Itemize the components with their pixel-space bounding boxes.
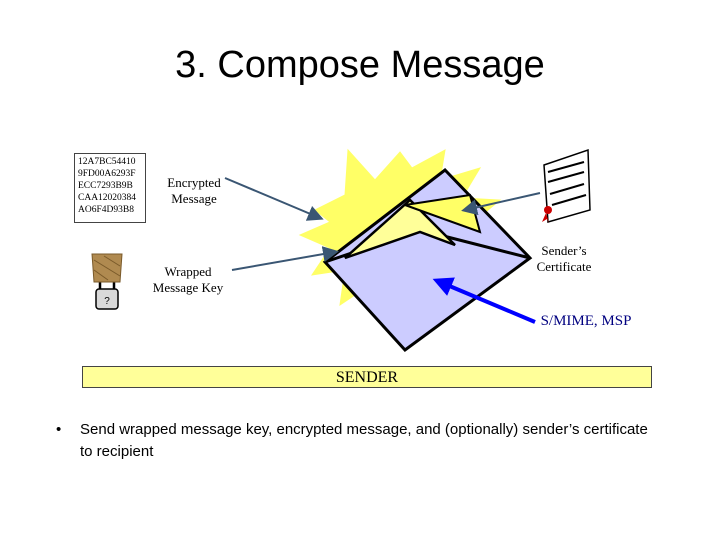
encrypted-message-label-line: Message (171, 191, 217, 206)
smime-msp-label: S/MIME, MSP (540, 313, 632, 329)
encrypted-hex-box: 12A7BC54410 9FD00A6293F ECC7293B9B CAA12… (74, 153, 146, 223)
certificate-arrow (461, 192, 541, 216)
wrapped-key-label-line: Wrapped (164, 264, 212, 279)
hex-line: 9FD00A6293F (78, 169, 136, 179)
envelope-icon (322, 167, 533, 353)
hex-line: 12A7BC54410 (78, 157, 136, 167)
hex-line: CAA12020384 (78, 193, 137, 203)
wrapped-key-label: Wrapped Message Key (140, 264, 236, 296)
senders-certificate-label-line: Certificate (536, 259, 592, 274)
encrypted-message-label-line: Encrypted (167, 175, 221, 190)
hex-line: ECC7293B9B (78, 181, 133, 191)
encrypted-message-label: Encrypted Message (158, 175, 230, 207)
bullet-marker: • (56, 421, 62, 438)
smime-arrow (432, 277, 536, 324)
padlock-icon: ? (91, 253, 123, 310)
bullet-text: Send wrapped message key, encrypted mess… (80, 421, 648, 460)
senders-certificate-label-line: Sender’s (541, 243, 587, 258)
encrypted-message-arrow (224, 177, 324, 221)
hex-line: AO6F4D93B8 (78, 205, 134, 215)
wrapped-key-arrow (231, 246, 339, 271)
slide-title: 3. Compose Message (175, 44, 545, 86)
wrapped-key-label-line: Message Key (152, 280, 224, 295)
svg-text:?: ? (104, 296, 110, 307)
sender-bar: SENDER (82, 366, 652, 388)
senders-certificate-label: Sender’s Certificate (528, 243, 600, 275)
certificate-icon (542, 148, 591, 223)
